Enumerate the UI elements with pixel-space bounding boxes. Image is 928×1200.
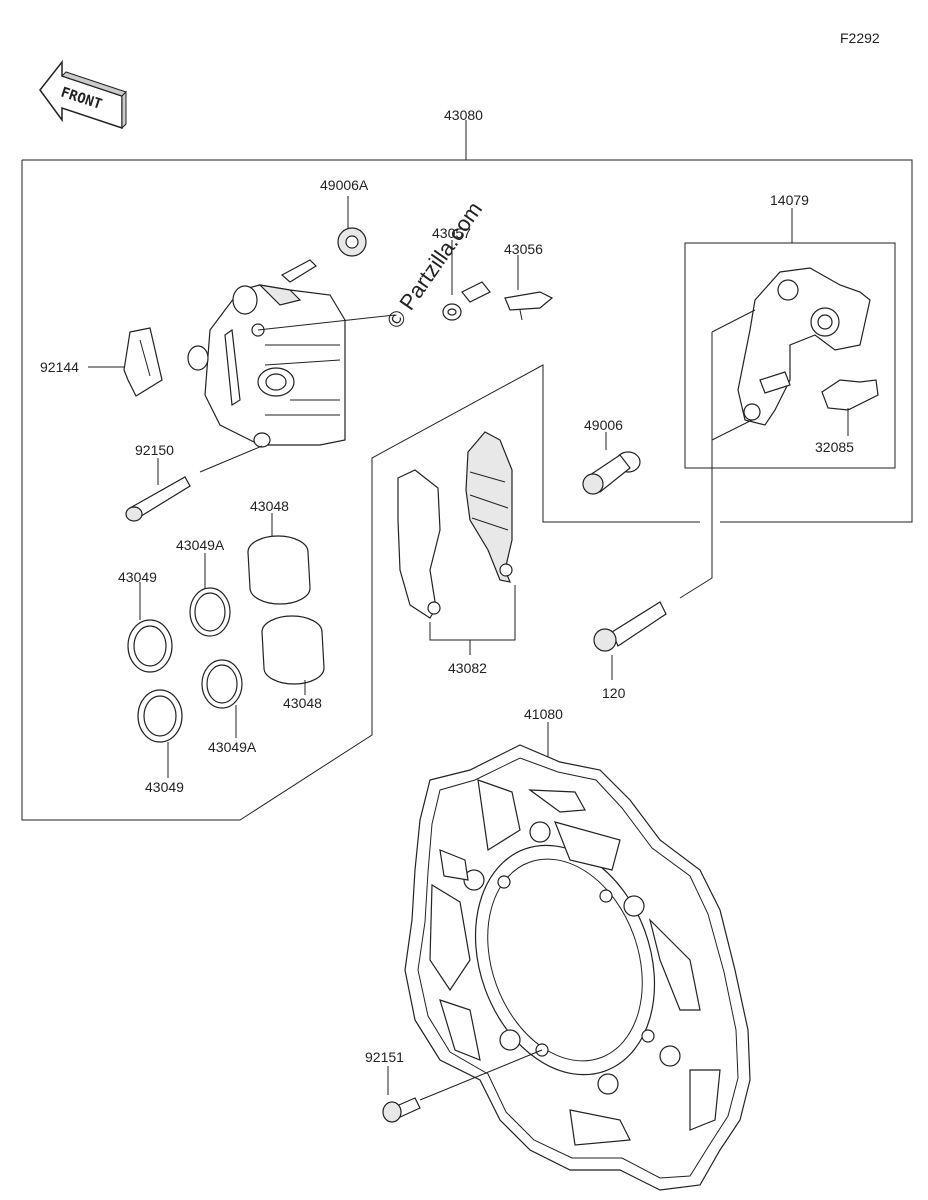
bolt-49006 (582, 432, 641, 495)
label-120: 120 (602, 685, 626, 701)
disc-bolt-92151 (382, 1049, 543, 1123)
label-43049a-top: 43049A (176, 537, 225, 553)
bolt-120 (593, 332, 713, 680)
seal-43049a-top (189, 553, 231, 637)
piston-43048-top (247, 513, 311, 605)
pad-spring-32085 (821, 379, 879, 436)
front-direction-arrow: FRONT (39, 59, 127, 130)
seal-43049a-bottom (201, 659, 243, 738)
label-41080: 41080 (524, 706, 563, 722)
leader-pin (199, 445, 263, 473)
pin-92150 (125, 458, 191, 522)
label-92144: 92144 (40, 359, 79, 375)
brake-pads-43082 (397, 431, 516, 655)
caliper-body (187, 259, 346, 448)
label-49006: 49006 (584, 417, 623, 433)
label-43082: 43082 (448, 660, 487, 676)
label-92151: 92151 (365, 1049, 404, 1065)
label-bracket-14079: 14079 (770, 192, 809, 208)
label-43057: 43057 (432, 225, 471, 241)
piston-43048-bottom (261, 615, 325, 695)
caliper-bracket-14079 (711, 267, 871, 441)
seal-43049-top (127, 582, 173, 673)
label-43056: 43056 (504, 241, 543, 257)
bleeder-cap-49006a (337, 196, 367, 257)
hose-fitting-43057 (442, 240, 491, 321)
assembly-43080-outline (21, 120, 913, 821)
label-assembly-43080: 43080 (444, 107, 483, 123)
pad-spring-92144 (88, 327, 163, 397)
label-43048-bottom: 43048 (283, 695, 322, 711)
label-43048-top: 43048 (250, 498, 289, 514)
label-43049a-bottom: 43049A (208, 739, 257, 755)
bleeder-valve-43056 (504, 255, 554, 321)
seal-43049-bottom (137, 689, 183, 778)
leader-caliper (257, 314, 396, 331)
label-43049-top: 43049 (118, 569, 157, 585)
label-43049-bottom: 43049 (145, 779, 184, 795)
diagram-id: F2292 (840, 30, 880, 46)
label-92150: 92150 (135, 442, 174, 458)
watermark: © Partzilla.com (382, 197, 488, 333)
brake-disc-41080 (404, 722, 751, 1191)
bracket-14079-outline (684, 208, 896, 469)
label-32085: 32085 (815, 439, 854, 455)
label-49006a: 49006A (320, 177, 369, 193)
